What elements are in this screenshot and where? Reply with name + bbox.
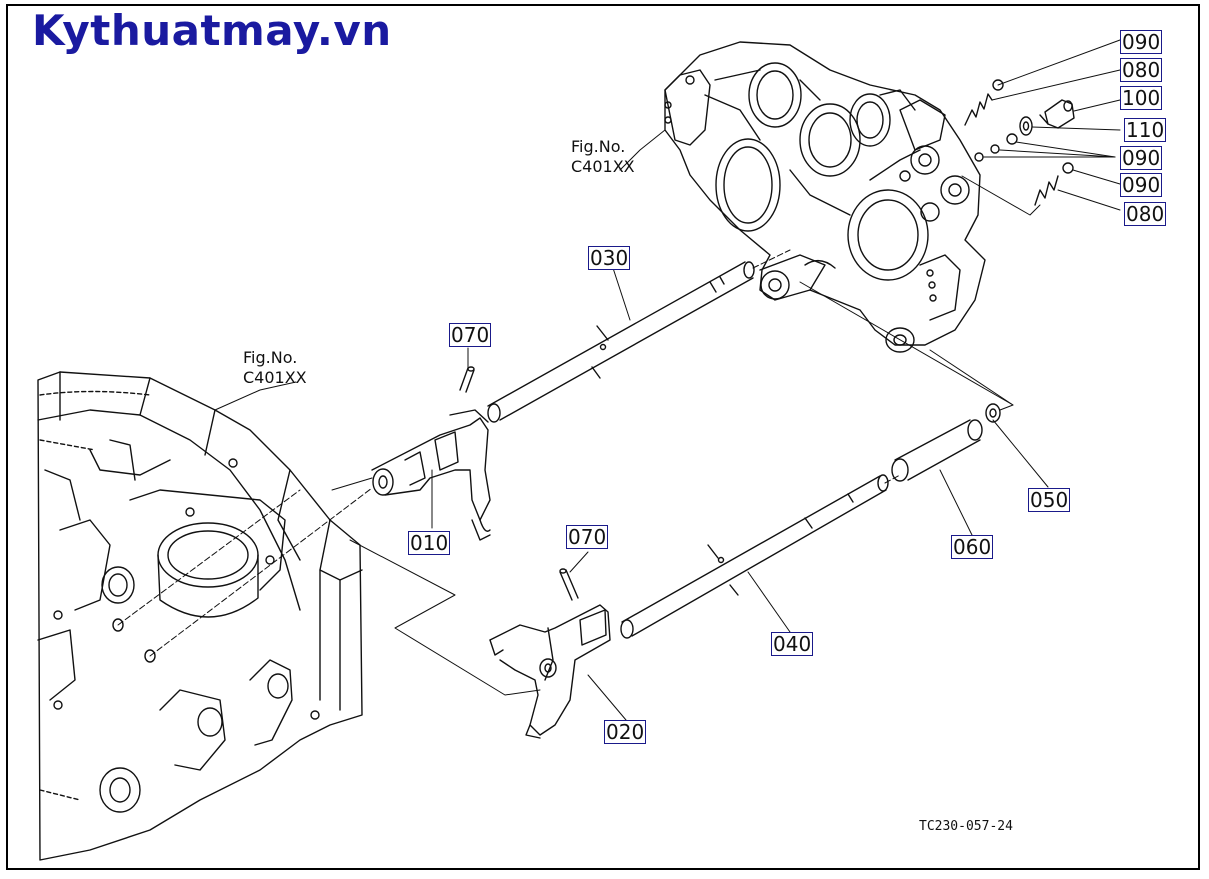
detent-spring-080-upper [964, 93, 993, 126]
plug-100 [1039, 99, 1075, 129]
detent-ball-090-upper [992, 79, 1004, 91]
callout-080-top[interactable]: 080 [1120, 58, 1163, 82]
figure-reference-label: Fig.No. [243, 348, 298, 367]
figure-reference-number: C401XX [571, 157, 635, 176]
callout-070-lower[interactable]: 070 [566, 525, 609, 549]
callout-010[interactable]: 010 [408, 531, 451, 555]
callout-090-top[interactable]: 090 [1120, 30, 1163, 54]
callout-080-lower[interactable]: 080 [1124, 202, 1167, 226]
figure-reference-label: Fig.No. [571, 137, 626, 156]
figure-reference-upper: Fig.No. C401XX [571, 137, 635, 177]
shift-rod-030 [487, 261, 755, 423]
figure-reference-number: C401XX [243, 368, 307, 387]
detent-ball-090-lower [1062, 162, 1074, 174]
callout-050[interactable]: 050 [1028, 488, 1071, 512]
axis-lines [117, 249, 901, 657]
spring-pin-070-upper [459, 366, 475, 393]
transmission-cover [664, 41, 986, 353]
callout-110[interactable]: 110 [1124, 118, 1167, 142]
shift-rod-040 [620, 474, 889, 639]
detent-spring-080-lower [1034, 175, 1059, 206]
callout-100[interactable]: 100 [1120, 86, 1163, 110]
leader-lines [214, 39, 1121, 721]
figure-reference-lower: Fig.No. C401XX [243, 348, 307, 388]
shift-fork-010 [371, 409, 491, 541]
shift-fork-020 [489, 604, 611, 739]
drawing-number: TC230-057-24 [919, 819, 1013, 834]
site-watermark: Kythuatmay.vn [32, 6, 392, 55]
diagram-frame [6, 4, 1200, 870]
callout-090-middle[interactable]: 090 [1120, 146, 1163, 170]
washer-110 [1019, 116, 1033, 136]
callout-060[interactable]: 060 [951, 535, 994, 559]
callout-070-upper[interactable]: 070 [449, 323, 492, 347]
callout-040[interactable]: 040 [771, 632, 814, 656]
spring-pin-070-lower [559, 568, 579, 601]
sleeve-060 [891, 419, 983, 482]
callout-030[interactable]: 030 [588, 246, 631, 270]
transmission-case [37, 371, 363, 861]
callout-090-lower[interactable]: 090 [1120, 173, 1163, 197]
callout-020[interactable]: 020 [604, 720, 647, 744]
snap-ring-050 [985, 403, 1001, 423]
